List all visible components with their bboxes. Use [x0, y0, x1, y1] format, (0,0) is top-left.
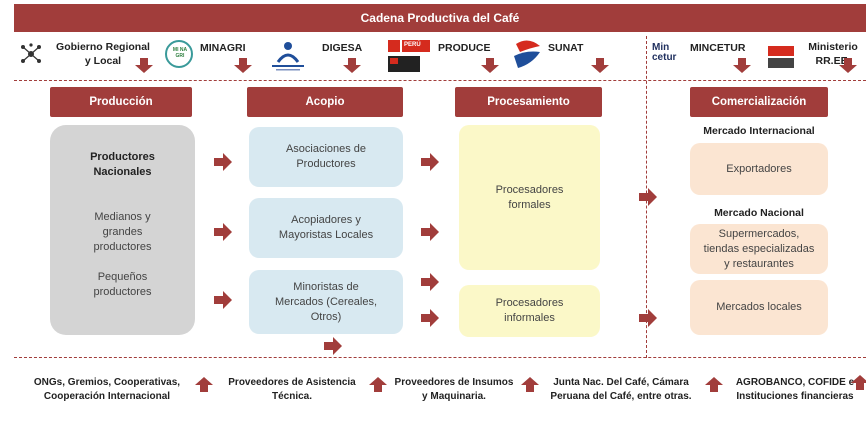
right-arrow-6: [421, 273, 439, 291]
up-arrow-2: [369, 377, 387, 392]
mercados-locales-box: Mercados locales: [690, 280, 828, 335]
network-icon: [21, 43, 41, 63]
asociaciones-box: Asociaciones de Productores: [249, 127, 403, 187]
support-asistencia: Proveedores de Asistencia Técnica.: [228, 377, 356, 402]
stage-label-procesamiento: Procesamiento: [487, 96, 570, 108]
mincetur-logo-text: Min cetur: [652, 42, 677, 63]
chain-title: Cadena Productiva del Café: [360, 11, 520, 25]
down-arrow-3: [343, 58, 361, 73]
produccion-box: [50, 125, 195, 335]
down-arrow-1: [135, 58, 153, 73]
down-arrow-2: [234, 58, 252, 73]
inst-gobierno: Gobierno Regional y Local: [56, 41, 150, 67]
stage-label-produccion: Producción: [89, 96, 153, 108]
up-arrow-1: [195, 377, 213, 392]
stage-header-procesamiento: Procesamiento: [455, 87, 602, 117]
right-arrow-5: [421, 223, 439, 241]
digesa-logo-icon: [272, 42, 304, 71]
productores-nacionales: Productores Nacionales: [90, 151, 155, 178]
stage-header-comercializacion: Comercialización: [690, 87, 828, 117]
top-dashed-line: [14, 80, 866, 81]
medianos-productores: Medianos y grandes productores: [93, 211, 152, 253]
stage-header-acopio: Acopio: [247, 87, 403, 117]
inst-digesa: DIGESA: [322, 42, 363, 54]
right-arrow-2: [214, 223, 232, 241]
down-arrow-6: [733, 58, 751, 73]
inst-minagri: MINAGRI: [200, 42, 246, 54]
stage-header-produccion: Producción: [50, 87, 192, 117]
produce-logo-icon: [388, 40, 430, 72]
inst-sunat: SUNAT: [548, 42, 584, 54]
support-agrobanco: AGROBANCO, COFIDE e Instituciones financ…: [735, 377, 855, 402]
inst-ministerio: Ministerio RR.EE.: [808, 41, 858, 67]
up-arrow-5: [851, 375, 866, 390]
chain-title-bar: Cadena Productiva del Café: [14, 4, 866, 32]
right-arrow-4: [421, 153, 439, 171]
right-arrow-8: [639, 188, 657, 206]
stage-label-comercializacion: Comercialización: [711, 96, 807, 108]
mercado-nacional-label: Mercado Nacional: [714, 207, 804, 219]
peru-logo-text: PERÚ: [404, 42, 421, 48]
minagri-logo-icon: [165, 40, 193, 68]
support-ongs: ONGs, Gremios, Cooperativas, Cooperación…: [33, 377, 181, 402]
support-insumos: Proveedores de Insumos y Maquinaria.: [394, 377, 514, 402]
up-arrow-3: [521, 377, 539, 392]
bottom-dashed-line: [14, 357, 866, 358]
pequenos-productores: Pequeños productores: [93, 271, 152, 298]
up-arrow-4: [705, 377, 723, 392]
down-arrow-7: [839, 58, 857, 73]
mercado-internacional-label: Mercado Internacional: [703, 125, 815, 137]
down-arrow-4: [481, 58, 499, 73]
support-junta: Junta Nac. Del Café, Cámara Peruana del …: [550, 377, 692, 402]
exportadores-box: Exportadores: [690, 143, 828, 195]
inst-mincetur: MINCETUR: [690, 42, 746, 54]
down-arrow-5: [591, 58, 609, 73]
inst-produce: PRODUCE: [438, 42, 491, 54]
procesadores-formales-box: Procesadores formales: [459, 125, 600, 270]
procesadores-informales-box: Procesadores informales: [459, 285, 600, 337]
supermercados-box: Supermercados, tiendas especializadas y …: [690, 224, 828, 274]
right-arrow-1: [214, 153, 232, 171]
right-arrow-10: [324, 337, 342, 355]
acopiadores-box: Acopiadores y Mayoristas Locales: [249, 198, 403, 258]
sunat-logo-icon: [514, 40, 540, 68]
minagri-logo-text: MI NA GRI: [172, 47, 188, 59]
right-arrow-7: [421, 309, 439, 327]
stage-label-acopio: Acopio: [305, 96, 345, 108]
minoristas-box: Minoristas de Mercados (Cereales, Otros): [249, 270, 403, 334]
ministerio-logo-icon: [768, 46, 794, 68]
right-arrow-3: [214, 291, 232, 309]
right-arrow-9: [639, 309, 657, 327]
